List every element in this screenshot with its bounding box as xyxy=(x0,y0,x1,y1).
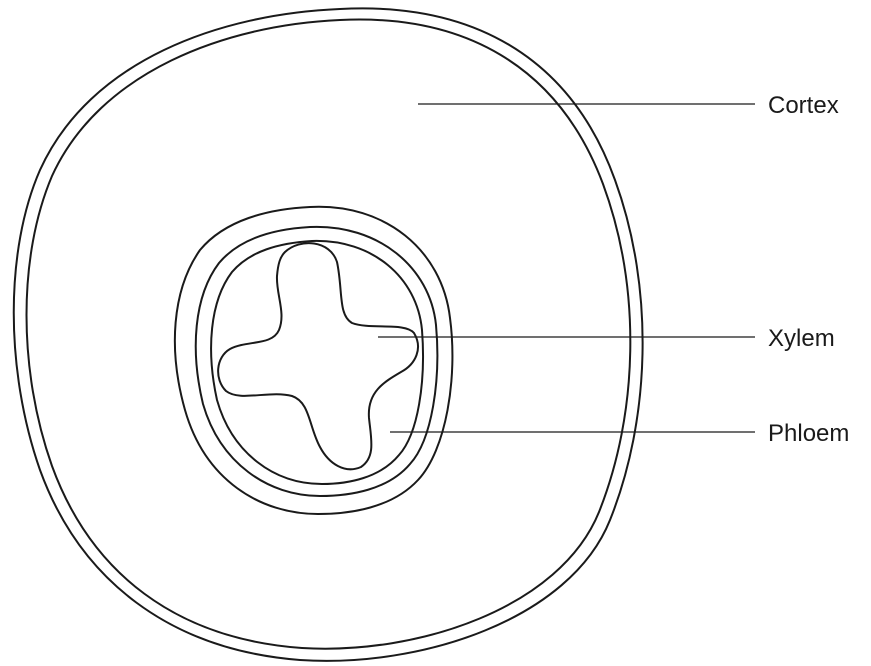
cortex-label: Cortex xyxy=(768,92,839,119)
epidermis-outer-outline xyxy=(14,8,643,660)
xylem-outline xyxy=(218,243,418,469)
endodermis-inner-outline xyxy=(196,227,438,496)
epidermis-inner-outline xyxy=(27,20,631,649)
endodermis-outer-outline xyxy=(175,207,453,514)
pericycle-outline xyxy=(211,241,423,484)
xylem-label: Xylem xyxy=(768,325,835,352)
phloem-label: Phloem xyxy=(768,420,849,447)
